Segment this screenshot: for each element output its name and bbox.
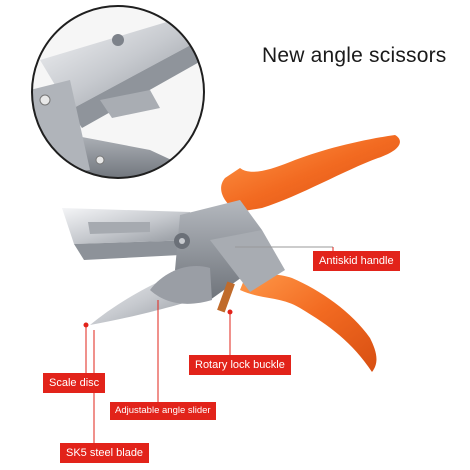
page-title: New angle scissors bbox=[262, 44, 447, 67]
label-antiskid-handle: Antiskid handle bbox=[313, 251, 400, 271]
label-sk5-steel-blade: SK5 steel blade bbox=[60, 443, 150, 463]
antiskid-handle-graphic bbox=[221, 135, 400, 372]
scissors-body bbox=[62, 200, 285, 325]
label-rotary-lock-buckle: Rotary lock buckle bbox=[189, 355, 291, 375]
detail-circle bbox=[31, 5, 205, 179]
label-adjustable-angle-slider: Adjustable angle slider bbox=[110, 402, 216, 420]
label-scale-disc: Scale disc bbox=[43, 373, 106, 393]
